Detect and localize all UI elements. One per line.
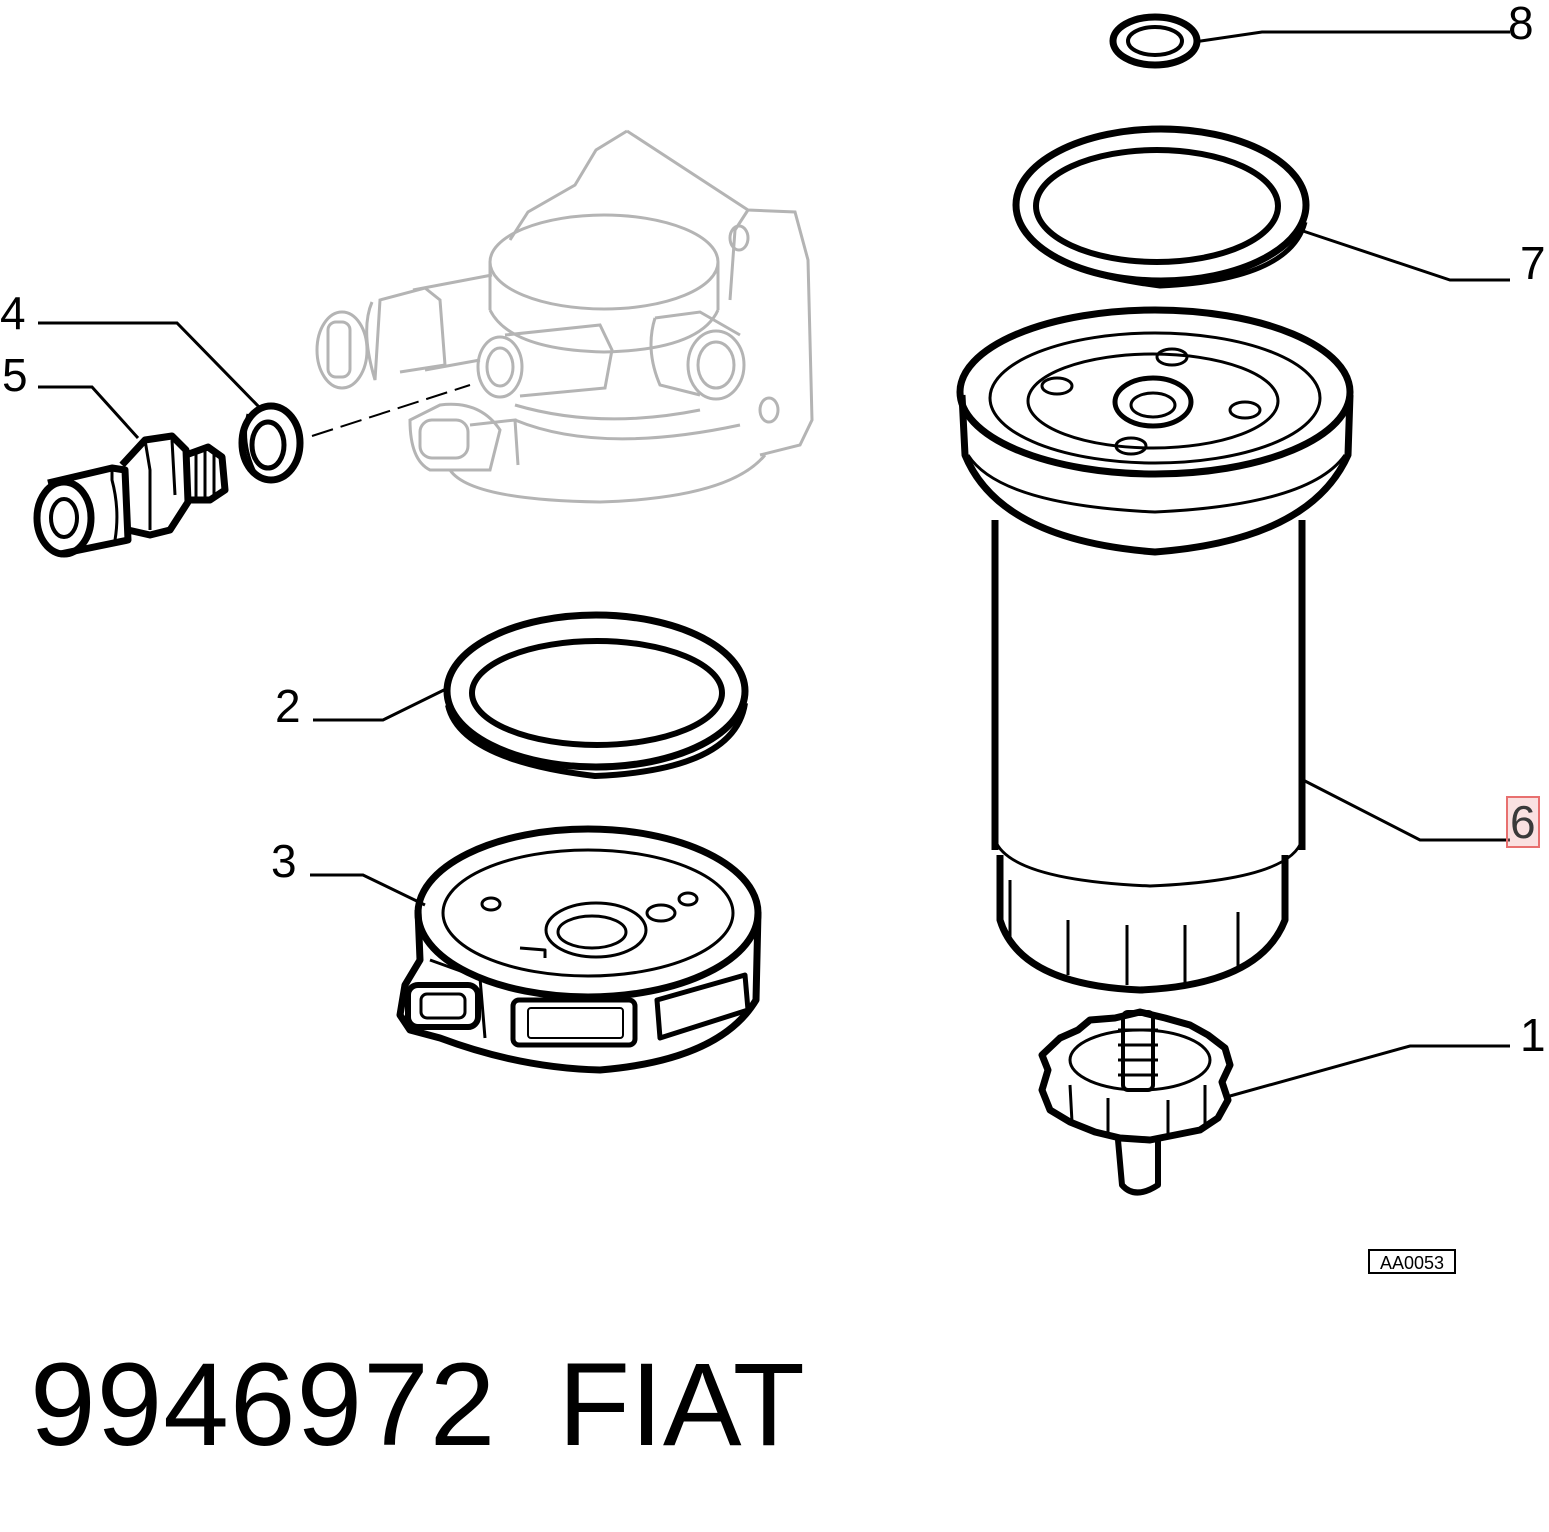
callout-8: 8	[1508, 0, 1534, 49]
part-1-drain-plug	[1038, 1008, 1234, 1196]
leader-6	[1302, 778, 1510, 842]
leader-5	[38, 385, 140, 440]
callout-5: 5	[2, 349, 28, 401]
callout-2: 2	[275, 680, 301, 732]
brand-name: FIAT	[558, 1339, 805, 1471]
leader-4	[38, 321, 264, 412]
leader-8	[1193, 30, 1510, 44]
part-2-seal-ring	[443, 611, 749, 780]
reference-code: AA0053	[1368, 1249, 1456, 1274]
callout-3: 3	[271, 835, 297, 887]
leader-lines	[38, 30, 1510, 1098]
leader-3	[310, 873, 426, 907]
leader-2	[313, 686, 449, 722]
part-4-washer	[238, 402, 304, 484]
callout-7: 7	[1520, 237, 1546, 289]
part-7-seal-ring	[1012, 125, 1310, 289]
filter-head-housing	[315, 129, 814, 504]
leader-1	[1229, 1044, 1510, 1098]
part-number: 9946972	[30, 1339, 497, 1471]
callout-6[interactable]: 6	[1506, 796, 1540, 848]
part-6-filter-cartridge	[956, 306, 1354, 994]
part-5-sensor	[33, 432, 229, 558]
leader-7	[1299, 228, 1510, 282]
part-3-bowl	[396, 825, 762, 1074]
callout-4: 4	[0, 287, 26, 339]
callout-1: 1	[1520, 1009, 1546, 1061]
part-8-washer	[1109, 13, 1201, 69]
assembly-dash-line	[311, 384, 471, 437]
